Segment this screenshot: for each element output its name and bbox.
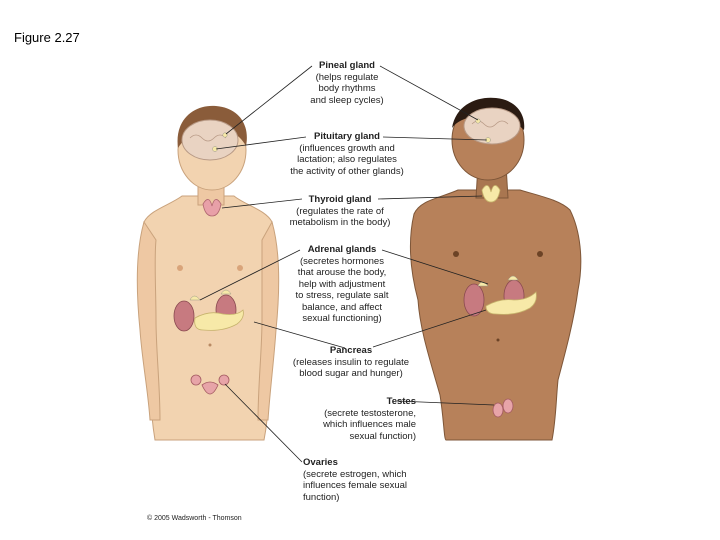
female-ovary-right — [218, 374, 230, 386]
female-left-arm — [136, 220, 161, 421]
copyright-notice: © 2005 Wadsworth - Thomson — [147, 515, 242, 522]
pituitary-gland-name: Pituitary gland — [314, 131, 380, 142]
female-adrenal — [189, 289, 232, 301]
pineal-leader-female — [225, 65, 313, 135]
adrenal-leader-female — [199, 249, 301, 301]
female-uterus — [201, 381, 219, 395]
male-pineal-gland — [475, 118, 481, 124]
pancreas-leader-female — [253, 321, 346, 349]
male-pancreas — [485, 291, 537, 315]
ovaries-desc: (secrete estrogen, which influences fema… — [303, 468, 408, 503]
male-figure — [410, 97, 582, 441]
label-ovaries: Ovaries (secrete estrogen, which influen… — [303, 457, 433, 503]
thyroid-leader-female — [221, 198, 303, 209]
male-thyroid — [481, 185, 501, 203]
testes-name: Testes — [386, 396, 416, 407]
testes-desc: (secrete testosterone, which influences … — [323, 407, 416, 442]
thyroid-leader-male — [377, 195, 483, 200]
pineal-gland-name: Pineal gland — [319, 60, 375, 71]
pituitary-gland-desc: (influences growth and lactation; also r… — [290, 142, 404, 177]
label-pancreas: Pancreas (releases insulin to regulate b… — [278, 345, 424, 380]
testes-leader — [396, 400, 495, 406]
pineal-gland-desc: (helps regulate body rhythms and sleep c… — [310, 71, 384, 106]
female-figure — [136, 105, 280, 441]
female-pancreas — [194, 309, 244, 331]
label-testes: Testes (secrete testosterone, which infl… — [292, 396, 416, 442]
pineal-leader-male — [379, 65, 479, 121]
male-testis-left — [492, 402, 504, 418]
female-thyroid — [202, 199, 222, 217]
pancreas-name: Pancreas — [329, 345, 373, 356]
female-brain — [181, 119, 239, 161]
leader-lines — [199, 65, 495, 463]
label-pineal-gland: Pineal gland (helps regulate body rhythm… — [292, 60, 402, 106]
pancreas-leader-male — [372, 309, 487, 348]
female-kidney-left — [173, 300, 195, 332]
figure-title: Figure 2.27 — [14, 30, 80, 45]
male-brain — [463, 107, 521, 145]
ovaries-name: Ovaries — [303, 457, 338, 468]
label-adrenal-glands: Adrenal glands (secretes hormones that a… — [282, 244, 402, 325]
ovaries-leader — [224, 383, 303, 463]
adrenal-glands-desc: (secretes hormones that arouse the body,… — [295, 255, 389, 325]
label-thyroid-gland: Thyroid gland (regulates the rate of met… — [278, 194, 402, 229]
thyroid-gland-desc: (regulates the rate of metabolism in the… — [289, 205, 391, 229]
female-right-arm — [257, 220, 280, 421]
thyroid-gland-name: Thyroid gland — [308, 194, 372, 205]
male-kidney-left — [463, 283, 485, 317]
pituitary-leader-female — [215, 136, 307, 150]
male-testis-right — [502, 398, 514, 414]
pituitary-leader-male — [382, 136, 488, 141]
label-pituitary-gland: Pituitary gland (influences growth and l… — [272, 131, 422, 177]
adrenal-leader-male — [381, 249, 489, 285]
female-ovary-left — [190, 374, 202, 386]
adrenal-glands-name: Adrenal glands — [307, 244, 377, 255]
pancreas-desc: (releases insulin to regulate blood suga… — [292, 356, 410, 380]
